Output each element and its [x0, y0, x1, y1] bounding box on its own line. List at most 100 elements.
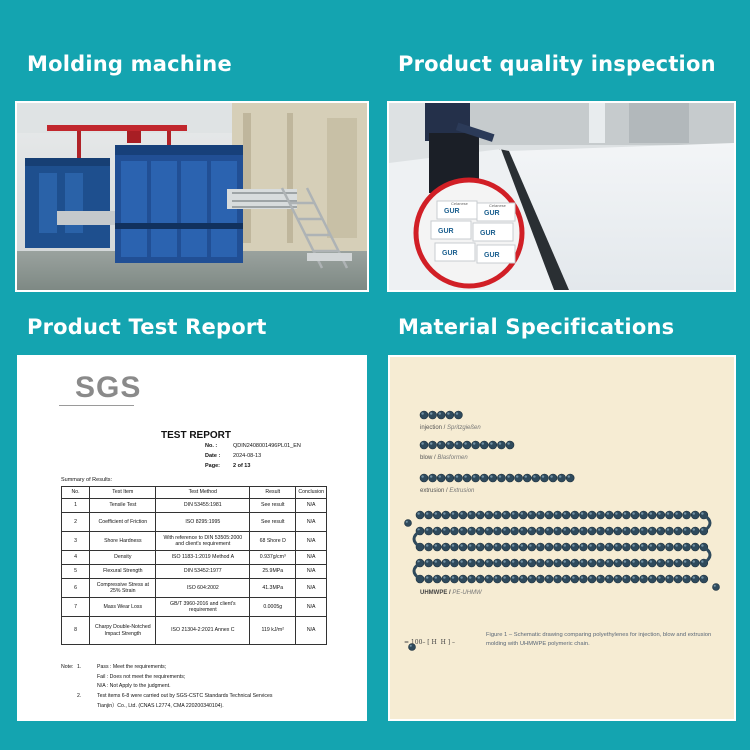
polymer-bead [450, 510, 459, 520]
bead-highlight [589, 528, 592, 531]
bead-highlight [533, 475, 536, 478]
bead-highlight [666, 560, 670, 563]
polymer-bead [536, 542, 545, 552]
polymer-bead [527, 526, 537, 536]
polymer-bead [579, 574, 588, 584]
bead-highlight [572, 544, 575, 547]
polymer-bead [682, 510, 691, 520]
bead-highlight [572, 528, 575, 531]
polymer-bead [561, 574, 571, 584]
polymer-bead [570, 526, 580, 536]
bead-highlight [469, 560, 472, 563]
bead-highlight [529, 512, 532, 515]
polymer-bead [682, 574, 691, 584]
bead-highlight [598, 560, 601, 563]
bead-highlight [443, 528, 446, 531]
bead-highlight [606, 512, 609, 515]
bead-highlight [438, 412, 441, 415]
polymer-bead [579, 542, 588, 552]
bead-highlight [666, 512, 670, 515]
bead-highlight [430, 442, 433, 445]
polymer-bead [604, 526, 614, 536]
polymer-bead [518, 542, 528, 552]
bead-highlight [555, 576, 558, 579]
polymer-bead [561, 558, 571, 568]
polymer-bead [570, 542, 580, 552]
polymer-bead [565, 473, 575, 483]
polymer-bead [450, 574, 459, 584]
bead-highlight [537, 528, 541, 531]
polymer-bead [536, 574, 545, 584]
polymer-bead [531, 473, 541, 483]
bead-highlight [615, 576, 618, 579]
polymer-bead [579, 510, 588, 520]
report-notes: Note:1.Pass : Meet the requirements; Fai… [61, 664, 273, 709]
polymer-bead [604, 510, 614, 520]
polymer-bead [445, 473, 455, 483]
bead-highlight [563, 512, 566, 515]
polymer-bead [544, 526, 554, 536]
bead-highlight [546, 560, 549, 563]
bead-highlight [473, 475, 476, 478]
bead-highlight [503, 576, 506, 579]
bead-highlight [490, 442, 493, 445]
bag-brand-2: GUR [484, 210, 500, 217]
polymer-bead [424, 510, 433, 520]
bead-highlight [434, 528, 437, 531]
bead-highlight [443, 560, 446, 563]
bead-highlight [447, 412, 450, 415]
bead-highlight [451, 512, 455, 515]
bead-highlight [684, 528, 687, 531]
polymer-bead [673, 574, 683, 584]
bead-highlight [494, 560, 498, 563]
bead-highlight [447, 442, 450, 445]
polymer-bead [548, 473, 558, 483]
bead-highlight [589, 576, 592, 579]
bead-highlight [632, 576, 635, 579]
summary-label: Summary of Results: [61, 477, 113, 483]
polymer-bead [501, 510, 511, 520]
polymer-bead [690, 574, 700, 584]
bead-highlight [563, 528, 566, 531]
polymer-bead [471, 473, 480, 483]
polymer-bead [553, 542, 562, 552]
bead-highlight [512, 528, 515, 531]
polymer-bead [656, 510, 666, 520]
polymer-bead [665, 574, 674, 584]
bead-highlight [451, 528, 455, 531]
polymer-bead [553, 574, 562, 584]
polymer-bead [445, 440, 455, 450]
polymer-bead [613, 542, 623, 552]
polymer-bead [475, 526, 485, 536]
polymer-bead [467, 574, 476, 584]
bead-highlight [512, 544, 515, 547]
polymer-bead [424, 558, 433, 568]
bead-highlight [623, 512, 627, 515]
bag-brand-1: GUR [444, 208, 460, 215]
polymer-bead [561, 526, 571, 536]
bead-highlight [641, 544, 644, 547]
polymer-bead [436, 440, 446, 450]
bead-highlight [520, 528, 523, 531]
polymer-bead [501, 574, 511, 584]
bead-highlight [649, 528, 652, 531]
polymer-bead [665, 558, 674, 568]
polymer-bead [419, 440, 429, 450]
bead-highlight [546, 576, 549, 579]
logo-underline [59, 405, 134, 406]
polymer-chains-diagram [404, 410, 720, 651]
bead-highlight [692, 576, 695, 579]
polymer-bead [518, 574, 528, 584]
polymer-bead [665, 542, 674, 552]
inspection-photo: GUR GUR GUR GUR GUR GUR Celanese Celanes… [387, 101, 736, 292]
bead-highlight [498, 475, 502, 478]
polymer-bead [630, 542, 640, 552]
bead-highlight [666, 528, 670, 531]
bag-brand-4: GUR [480, 230, 496, 237]
bead-highlight [675, 560, 678, 563]
bead-highlight [623, 528, 627, 531]
polymer-bead [432, 574, 442, 584]
polymer-bead [647, 558, 657, 568]
inspection-illustration: GUR GUR GUR GUR GUR GUR Celanese Celanes… [389, 103, 734, 290]
molding-machine-illustration [17, 103, 367, 290]
